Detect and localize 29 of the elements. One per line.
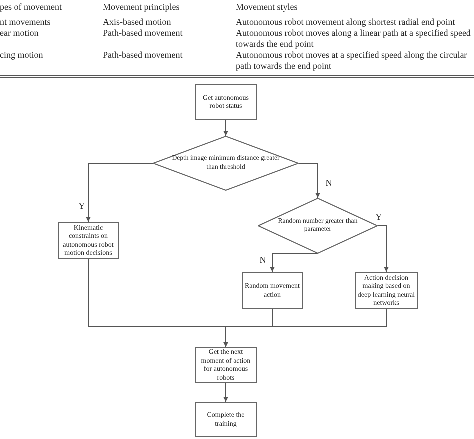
table-cell-text: Autonomous robot moves at a specified speed along the circular path towards the end point [236,50,468,72]
edge-label: N [258,255,268,265]
process-box [195,84,257,120]
table-cell: Axis-based motion [103,17,172,28]
table-header: Movement styles [236,2,298,13]
edge-label: Y [374,212,384,222]
flow-arrow [298,163,320,198]
decision-diamond [258,198,378,254]
table-cell-text: Autonomous robot moves along a linear path at a specified speed towards the end point [236,28,472,50]
flow-arrow [270,254,318,272]
table-cell-text: Path-based movement [103,50,183,62]
table-header: Movement principles [103,2,180,13]
table-cell: nt movements [0,17,51,28]
edge-label: Y [78,201,86,211]
table-cell: Autonomous robot movement along shortest radial end point [236,17,456,28]
flow-arrow [224,308,387,348]
process-box [195,347,257,383]
decision-diamond [153,136,299,191]
flow-arrow [224,120,228,136]
table-cell-text: cing motion [0,50,44,62]
table-cell-text: ear motion [0,28,39,40]
table-header: pes of movement [0,2,62,13]
process-box [242,272,303,309]
flow-arrow [224,382,228,402]
flow-arrow [86,163,154,222]
table-cell-text: Path-based movement [103,28,183,40]
process-box [195,402,257,437]
edge-label: N [324,178,334,188]
flow-arrow [378,226,389,272]
